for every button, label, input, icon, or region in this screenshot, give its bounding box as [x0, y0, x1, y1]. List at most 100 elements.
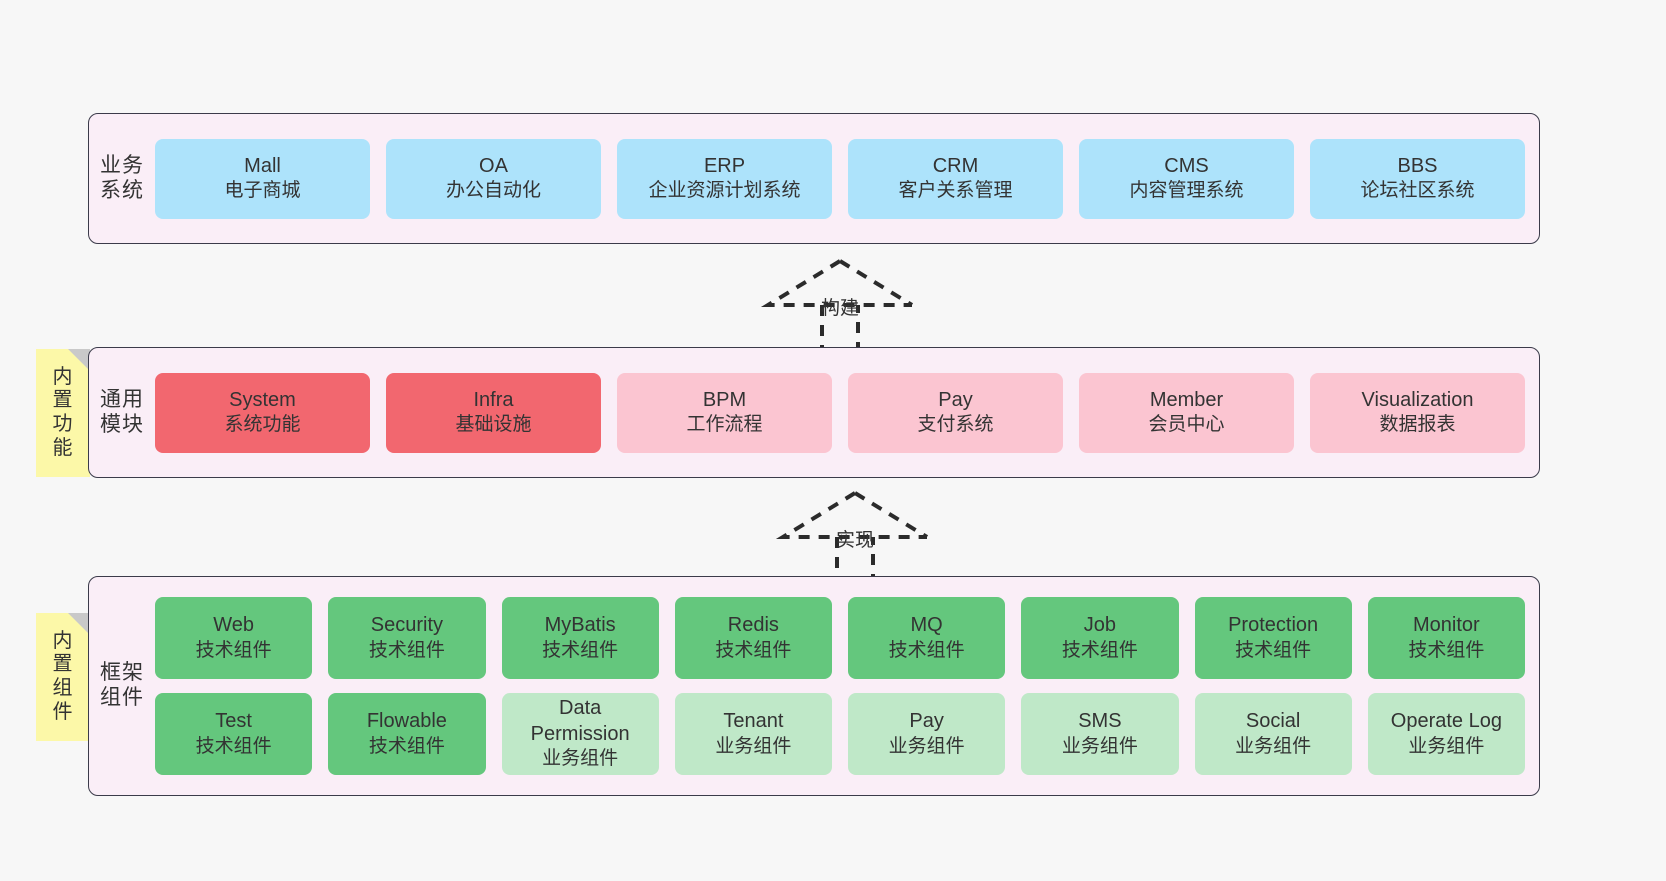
card-oa[interactable]: OA 办公自动化 [386, 138, 601, 219]
card-title-cn: 业务组件 [888, 735, 965, 757]
framework-row-tech: Web 技术组件 Security 技术组件 MyBatis 技术组件 Redi… [155, 597, 1525, 679]
layer-common-modules: 通用模块 System 系统功能 Infra 基础设施 BPM 工作流程 Pay… [88, 347, 1540, 478]
card-redis[interactable]: Redis 技术组件 [674, 597, 832, 679]
card-title-cn: 业务组件 [1235, 735, 1312, 757]
connector-implement-label: 实现 [835, 530, 874, 551]
card-title-en: Social [1245, 710, 1301, 733]
card-title-en: Infra [473, 388, 514, 411]
card-member[interactable]: Member 会员中心 [1079, 372, 1294, 453]
card-title-en: Flowable [366, 710, 447, 733]
card-title-cn: 办公自动化 [445, 180, 541, 202]
card-pay-business[interactable]: Pay 业务组件 [848, 693, 1006, 775]
card-title-cn: 技术组件 [1408, 639, 1485, 661]
card-title-cn: 技术组件 [368, 639, 445, 661]
card-web[interactable]: Web 技术组件 [155, 597, 313, 679]
card-title-cn: 技术组件 [1061, 639, 1138, 661]
card-tenant[interactable]: Tenant 业务组件 [674, 693, 832, 775]
card-title-en: Visualization [1361, 388, 1474, 411]
note-label: 内置功能 [52, 365, 74, 459]
card-security[interactable]: Security 技术组件 [328, 597, 486, 679]
note-builtin-component: 内置组件 [36, 613, 90, 741]
card-mq[interactable]: MQ 技术组件 [848, 597, 1006, 679]
card-mall[interactable]: Mall 电子商城 [155, 138, 370, 219]
card-title-en: Job [1083, 614, 1116, 637]
card-title-cn: 内容管理系统 [1129, 180, 1244, 202]
card-monitor[interactable]: Monitor 技术组件 [1367, 597, 1525, 679]
card-title-cn: 论坛社区系统 [1360, 180, 1475, 202]
card-title-en: Pay [909, 710, 944, 733]
card-title-cn: 工作流程 [686, 414, 763, 436]
note-fold-icon [68, 613, 90, 635]
layer-framework-components: 框架组件 Web 技术组件 Security 技术组件 MyBatis 技术组件… [88, 576, 1540, 796]
card-visualization[interactable]: Visualization 数据报表 [1310, 372, 1525, 453]
card-title-en: Pay [938, 388, 973, 411]
card-title-en: Data Permission [530, 697, 630, 745]
card-sms[interactable]: SMS 业务组件 [1021, 693, 1179, 775]
module-card-list: System 系统功能 Infra 基础设施 BPM 工作流程 Pay 支付系统… [145, 348, 1525, 477]
layer-title-business: 业务系统 [100, 153, 144, 202]
card-infra[interactable]: Infra 基础设施 [386, 372, 601, 453]
card-data-permission[interactable]: Data Permission 业务组件 [501, 693, 659, 775]
card-title-en: CRM [932, 154, 979, 177]
card-title-cn: 技术组件 [715, 639, 792, 661]
card-title-cn: 技术组件 [368, 735, 445, 757]
layer-title-framework: 框架组件 [100, 661, 144, 709]
card-title-cn: 电子商城 [224, 180, 301, 202]
card-operate-log[interactable]: Operate Log 业务组件 [1367, 693, 1525, 775]
card-mybatis[interactable]: MyBatis 技术组件 [501, 597, 659, 679]
card-title-cn: 支付系统 [917, 414, 994, 436]
card-title-cn: 基础设施 [455, 414, 532, 436]
card-title-en: MyBatis [544, 614, 616, 637]
card-title-cn: 数据报表 [1379, 414, 1456, 436]
card-title-cn: 业务组件 [1061, 735, 1138, 757]
card-title-cn: 系统功能 [224, 414, 301, 436]
layer-business-systems: 业务系统 Mall 电子商城 OA 办公自动化 ERP 企业资源计划系统 CRM… [88, 113, 1540, 244]
card-title-en: Operate Log [1390, 710, 1502, 733]
card-title-en: OA [479, 154, 508, 177]
card-title-cn: 技术组件 [888, 639, 965, 661]
card-title-cn: 企业资源计划系统 [648, 180, 801, 202]
card-test[interactable]: Test 技术组件 [155, 693, 313, 775]
note-label: 内置组件 [52, 629, 74, 723]
card-title-en: Member [1149, 388, 1224, 411]
card-title-en: Mall [244, 154, 281, 177]
card-title-en: CMS [1164, 154, 1209, 177]
connector-build-label: 构建 [820, 298, 859, 319]
card-pay[interactable]: Pay 支付系统 [848, 372, 1063, 453]
card-title-en: Web [213, 614, 254, 637]
card-title-cn: 业务组件 [1408, 735, 1485, 757]
note-fold-icon [68, 349, 90, 371]
card-title-en: ERP [703, 154, 746, 177]
card-title-cn: 会员中心 [1148, 414, 1225, 436]
card-flowable[interactable]: Flowable 技术组件 [328, 693, 486, 775]
framework-card-grid: Web 技术组件 Security 技术组件 MyBatis 技术组件 Redi… [145, 577, 1525, 795]
card-title-cn: 客户关系管理 [898, 180, 1013, 202]
note-builtin-function: 内置功能 [36, 349, 90, 477]
card-title-en: MQ [910, 614, 943, 637]
card-title-cn: 技术组件 [542, 639, 619, 661]
card-title-cn: 技术组件 [195, 735, 272, 757]
card-title-en: Test [215, 710, 252, 733]
card-title-en: Tenant [723, 710, 784, 733]
business-card-list: Mall 电子商城 OA 办公自动化 ERP 企业资源计划系统 CRM 客户关系… [145, 114, 1525, 243]
card-system[interactable]: System 系统功能 [155, 372, 370, 453]
connector-build-arrow: 构建 [750, 255, 930, 355]
card-title-cn: 业务组件 [715, 735, 792, 757]
card-title-en: BPM [702, 388, 747, 411]
card-title-en: System [229, 388, 296, 411]
card-title-en: Redis [727, 614, 779, 637]
card-bbs[interactable]: BBS 论坛社区系统 [1310, 138, 1525, 219]
connector-implement-arrow: 实现 [765, 487, 945, 587]
card-cms[interactable]: CMS 内容管理系统 [1079, 138, 1294, 219]
card-title-en: Monitor [1413, 614, 1480, 637]
card-protection[interactable]: Protection 技术组件 [1194, 597, 1352, 679]
card-title-en: BBS [1397, 154, 1438, 177]
card-bpm[interactable]: BPM 工作流程 [617, 372, 832, 453]
card-erp[interactable]: ERP 企业资源计划系统 [617, 138, 832, 219]
card-title-en: SMS [1078, 710, 1122, 733]
card-job[interactable]: Job 技术组件 [1021, 597, 1179, 679]
card-social[interactable]: Social 业务组件 [1194, 693, 1352, 775]
card-title-en: Protection [1228, 614, 1319, 637]
card-title-cn: 技术组件 [195, 639, 272, 661]
card-crm[interactable]: CRM 客户关系管理 [848, 138, 1063, 219]
